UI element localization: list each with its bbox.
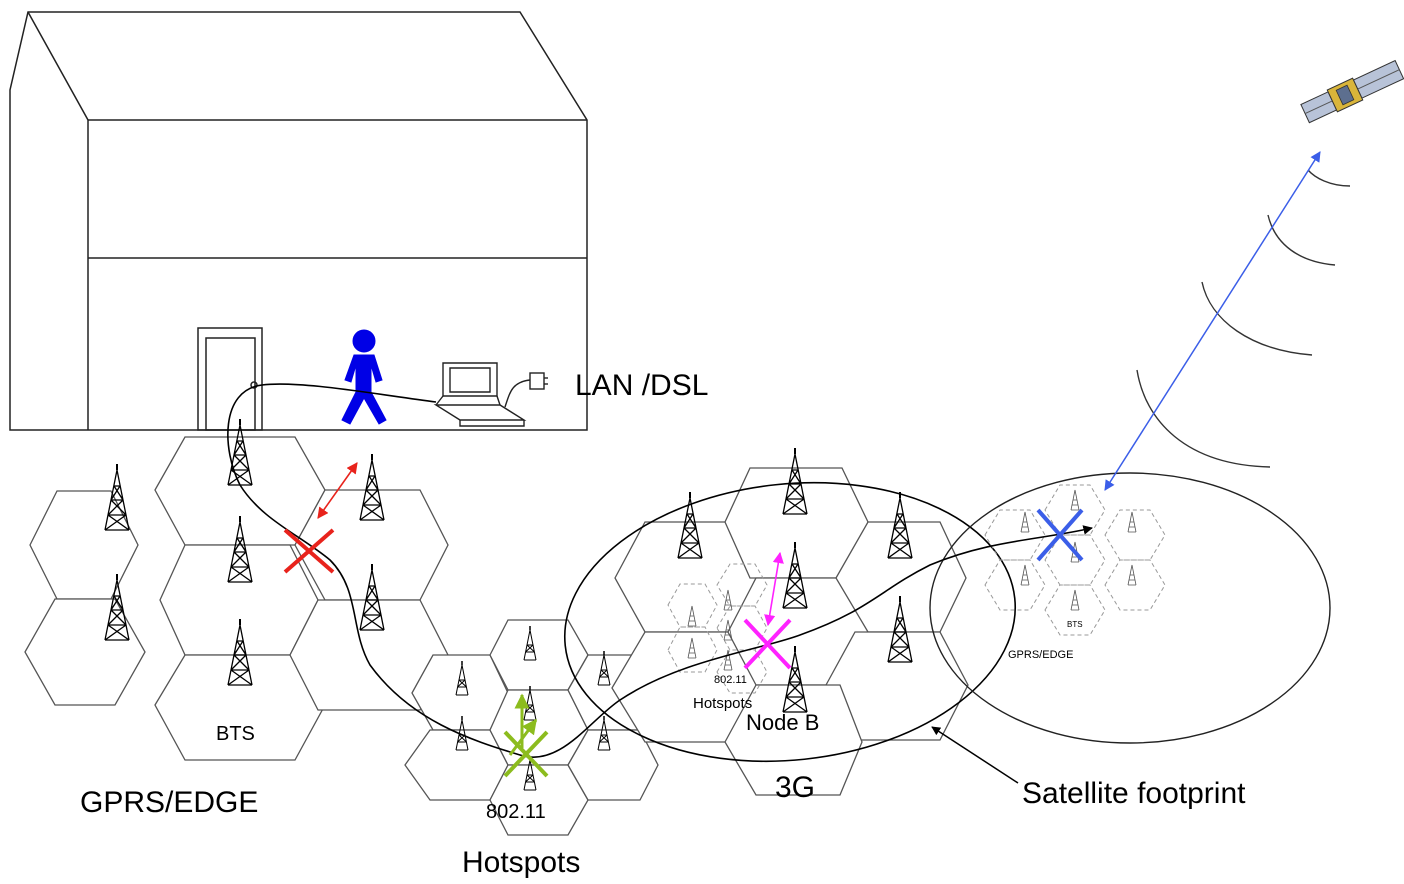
node-b-label: Node B [746, 710, 819, 735]
satellite-icon [1300, 59, 1404, 124]
roaming-path [227, 383, 1093, 758]
lan-dsl-label: LAN /DSL [575, 369, 708, 402]
handover-satellite [1036, 508, 1084, 562]
hotspots-label: Hotspots [462, 846, 580, 879]
satellite-signal-arcs [1136, 169, 1351, 468]
building-icon [9, 11, 588, 431]
bts-label: BTS [216, 723, 255, 745]
handover-3g [743, 551, 792, 670]
handover-gprs [283, 462, 358, 574]
mini-802-11-label: 802.11 [714, 674, 747, 686]
3g-boundary [563, 481, 1017, 763]
gprs-edge-label: GPRS/EDGE [80, 786, 258, 819]
mini-bts-label: BTS [1067, 620, 1083, 629]
satellite-link-arrow [1104, 151, 1321, 491]
handover-hotspot [503, 693, 549, 778]
mini-hotspots-label: Hotspots [693, 695, 752, 712]
3g-label: 3G [775, 771, 815, 804]
mini-gprs-edge-label: GPRS/EDGE [1008, 649, 1073, 661]
hotspot-802-11-label: 802.11 [486, 801, 546, 823]
satellite-footprint-boundary [929, 472, 1331, 744]
person-icon [341, 329, 387, 425]
satellite-footprint-pointer [931, 726, 1019, 784]
door-icon [197, 327, 263, 431]
satellite-footprint-label: Satellite footprint [1022, 777, 1246, 810]
mini-gprs-towers [1020, 489, 1137, 611]
3g-cell-cluster [611, 467, 969, 796]
mini-gprs-cluster [984, 484, 1166, 636]
laptop-icon [433, 362, 548, 427]
